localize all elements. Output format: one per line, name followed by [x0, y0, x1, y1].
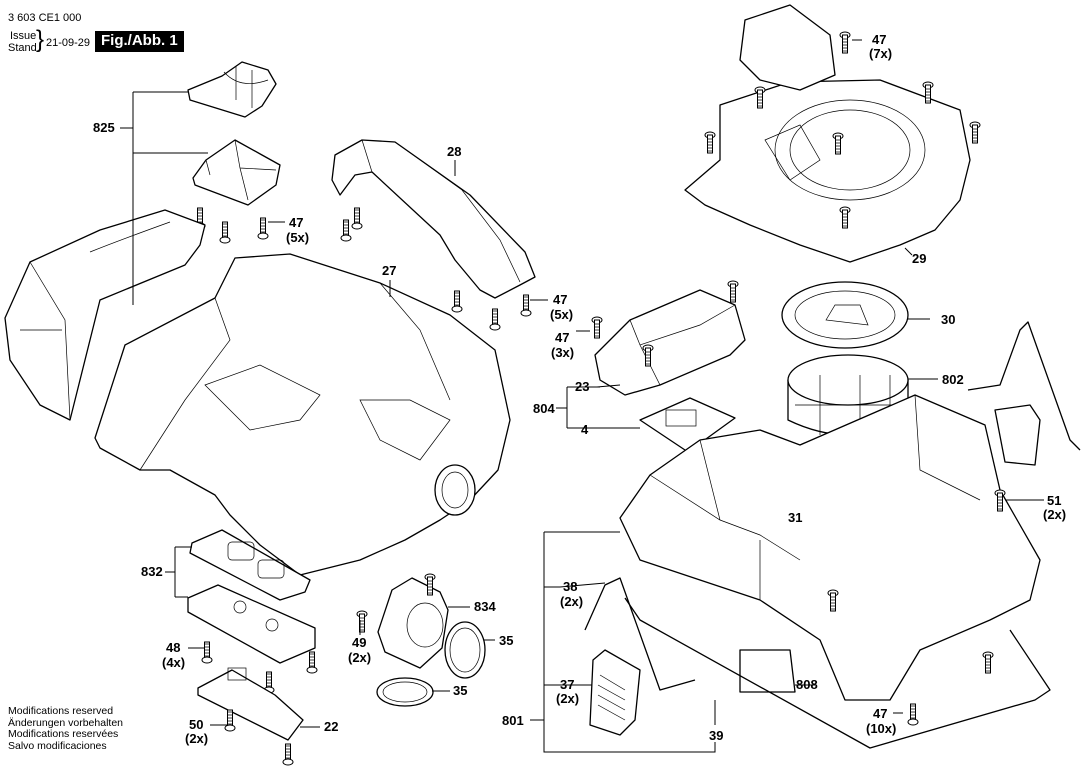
screw-icon	[839, 31, 851, 54]
callout-48-qty: (4x)	[162, 655, 185, 670]
screw-icon	[451, 290, 463, 313]
callout-22-number: 22	[324, 719, 338, 734]
callout-51-number: 51	[1047, 493, 1061, 508]
battery-cover	[4, 209, 206, 421]
part-39-seal	[624, 597, 1051, 749]
callout-50-number: 50	[189, 717, 203, 732]
callout-802-number: 802	[942, 372, 964, 387]
screw-icon	[969, 121, 981, 144]
callout-39-number: 39	[709, 728, 723, 743]
part-30-seal-ring	[781, 281, 909, 349]
stand-label: Stand	[8, 42, 37, 54]
modifications-es: Salvo modificaciones	[8, 739, 107, 752]
part-27-housing-top	[94, 253, 511, 576]
callout-47d-qty: (7x)	[869, 46, 892, 61]
screw-icon	[907, 703, 919, 726]
screw-icon	[591, 316, 603, 339]
callout-47e-qty: (10x)	[866, 721, 896, 736]
screw-icon	[306, 651, 318, 674]
part-825-upper-holder	[187, 61, 277, 118]
screw-icon	[201, 641, 213, 664]
part-832-switch-membrane	[189, 529, 311, 601]
part-832-switch-base	[187, 584, 316, 664]
modifications-fr: Modifications reservées	[8, 728, 119, 740]
screw-icon	[982, 651, 994, 674]
callout-37-number: 37	[560, 677, 574, 692]
screw-icon	[257, 217, 269, 240]
callout-31-number: 31	[788, 510, 802, 525]
callout-37-qty: (2x)	[556, 691, 579, 706]
part-37-filter-cover	[589, 649, 641, 736]
callout-47a-qty: (5x)	[286, 230, 309, 245]
screw-icon	[727, 280, 739, 303]
part-29-motor-cover	[684, 4, 971, 263]
callout-808-number: 808	[796, 677, 818, 692]
callout-23-number: 23	[575, 379, 589, 394]
callout-29-number: 29	[912, 251, 926, 266]
part-35-ring-right	[444, 621, 486, 679]
screw-icon	[340, 219, 352, 242]
callout-38-qty: (2x)	[560, 594, 583, 609]
callout-38-number: 38	[563, 579, 577, 594]
latch-clip	[994, 404, 1041, 466]
figure-label: Fig./Abb. 1	[95, 31, 184, 52]
callout-28-number: 28	[447, 144, 461, 159]
callout-47e-number: 47	[873, 706, 887, 721]
modifications-en: Modifications reserved	[8, 705, 114, 717]
part-23-electronics-cover	[594, 289, 746, 396]
issue-label: Issue	[10, 30, 37, 42]
part-38-wire-bail-right	[967, 321, 1081, 451]
callout-801-number: 801	[502, 713, 524, 728]
part-28-handle	[331, 139, 536, 299]
callout-48-number: 48	[166, 640, 180, 655]
callout-35a-number: 35	[499, 633, 513, 648]
part-4-circuit-board	[639, 397, 736, 453]
issue-date: 21-09-29	[46, 37, 91, 49]
callout-27-number: 27	[382, 263, 396, 278]
part-22-pcb	[197, 667, 304, 741]
callout-49-number: 49	[352, 635, 366, 650]
modifications-notice: Modifications reserved Änderungen vorbeh…	[8, 705, 124, 752]
screw-icon	[356, 610, 368, 633]
callout-47b-qty: (5x)	[550, 307, 573, 322]
callout-825-number: 825	[93, 120, 115, 135]
screw-icon	[282, 743, 294, 766]
screw-icon	[489, 308, 501, 331]
callout-804-number: 804	[533, 401, 555, 416]
callout-30-number: 30	[941, 312, 955, 327]
screw-icon	[520, 294, 532, 317]
part-35-ring-bottom	[376, 677, 434, 707]
callout-51-qty: (2x)	[1043, 507, 1066, 522]
callout-47d-number: 47	[872, 32, 886, 47]
callout-4-number: 4	[581, 422, 589, 437]
modifications-de: Änderungen vorbehalten	[8, 716, 124, 729]
brace-symbol: }	[36, 26, 45, 53]
base-housing	[619, 394, 1041, 701]
part-number: 3 603 CE1 000	[8, 12, 82, 24]
callout-832-number: 832	[141, 564, 163, 579]
callout-50-qty: (2x)	[185, 731, 208, 746]
callout-47c-number: 47	[555, 330, 569, 345]
screw-icon	[351, 207, 363, 230]
callout-35b-number: 35	[453, 683, 467, 698]
part-38-wire-bail	[584, 577, 696, 691]
callout-834-number: 834	[474, 599, 496, 614]
leader-lines	[120, 39, 1044, 753]
part-825-lower-holder	[192, 139, 281, 206]
callout-47b-number: 47	[553, 292, 567, 307]
screw-icon	[219, 221, 231, 244]
part-834-elbow	[377, 577, 449, 669]
callout-49-qty: (2x)	[348, 650, 371, 665]
callout-47c-qty: (3x)	[551, 345, 574, 360]
screw-icon	[704, 131, 716, 154]
callout-47a-number: 47	[289, 215, 303, 230]
